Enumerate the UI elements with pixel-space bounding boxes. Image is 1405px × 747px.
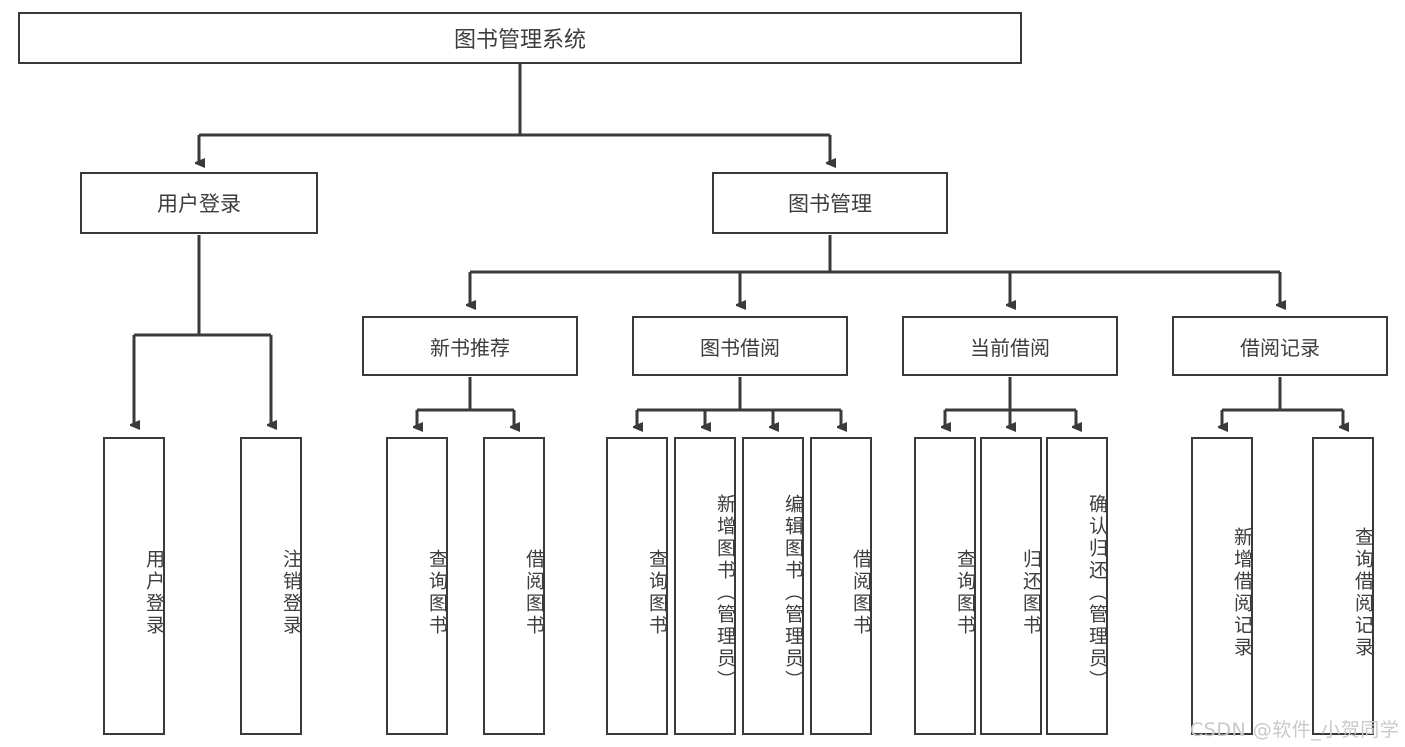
leaf-borrow-add-book-admin[interactable]: 新增图书（管理员）	[674, 437, 736, 735]
node-label: 借阅图书	[523, 549, 545, 637]
node-book-borrow[interactable]: 图书借阅	[632, 316, 848, 376]
leaf-new-book-query[interactable]: 查询图书	[386, 437, 448, 735]
leaf-new-book-borrow[interactable]: 借阅图书	[483, 437, 545, 735]
node-label: 图书管理系统	[453, 28, 586, 53]
node-label: 借阅记录	[1240, 335, 1320, 360]
node-label: 注销登录	[280, 549, 302, 637]
node-new-book-recommend[interactable]: 新书推荐	[362, 316, 578, 376]
node-label: 查询图书	[646, 549, 668, 637]
node-book-management[interactable]: 图书管理	[712, 172, 948, 234]
csdn-watermark: CSDN @软件_小贺同学	[1190, 719, 1400, 741]
node-label: 用户登录	[157, 192, 241, 216]
node-label: 归还图书	[1020, 549, 1042, 637]
node-current-borrow[interactable]: 当前借阅	[902, 316, 1118, 376]
node-label: 借阅图书	[850, 549, 872, 637]
node-label: 编辑图书（管理员）	[782, 494, 804, 692]
node-borrow-records[interactable]: 借阅记录	[1172, 316, 1388, 376]
node-label: 查询图书	[426, 549, 448, 637]
node-label: 查询借阅记录	[1352, 527, 1374, 659]
leaf-borrow-borrow-book[interactable]: 借阅图书	[810, 437, 872, 735]
leaf-user-login-signin[interactable]: 用户登录	[103, 437, 165, 735]
node-label: 图书管理	[788, 192, 872, 216]
leaf-user-login-signout[interactable]: 注销登录	[240, 437, 302, 735]
node-label: 用户登录	[143, 549, 165, 637]
leaf-borrow-edit-book-admin[interactable]: 编辑图书（管理员）	[742, 437, 804, 735]
node-user-login[interactable]: 用户登录	[80, 172, 318, 234]
node-label: 确认归还（管理员）	[1086, 494, 1108, 692]
leaf-record-query[interactable]: 查询借阅记录	[1312, 437, 1374, 735]
node-root-system[interactable]: 图书管理系统	[18, 12, 1022, 64]
leaf-borrow-query-book[interactable]: 查询图书	[606, 437, 668, 735]
node-label: 查询图书	[954, 549, 976, 637]
node-label: 当前借阅	[970, 335, 1050, 360]
leaf-current-confirm-return-admin[interactable]: 确认归还（管理员）	[1046, 437, 1108, 735]
node-label: 新增图书（管理员）	[714, 494, 736, 692]
leaf-current-query-book[interactable]: 查询图书	[914, 437, 976, 735]
leaf-record-add[interactable]: 新增借阅记录	[1191, 437, 1253, 735]
node-label: 新书推荐	[430, 335, 510, 360]
leaf-current-return-book[interactable]: 归还图书	[980, 437, 1042, 735]
node-label: 图书借阅	[700, 335, 780, 360]
node-label: 新增借阅记录	[1231, 527, 1253, 659]
